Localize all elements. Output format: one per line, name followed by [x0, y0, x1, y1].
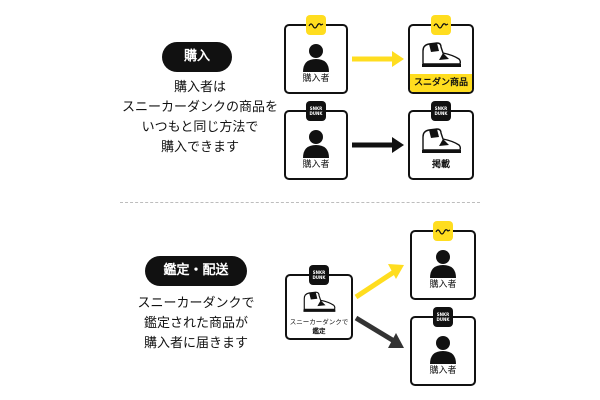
purchase-pill: 購入	[162, 42, 232, 72]
inspection-source-card: SNKR DUNK スニーカーダンクで 鑑定	[285, 265, 353, 340]
purchase-pill-label: 購入	[183, 49, 210, 64]
inspection-source-label-line-1: スニーカーダンクで	[289, 318, 349, 326]
purchase-desc-line-3: いつもと同じ方法で	[141, 120, 259, 135]
person-icon	[430, 336, 456, 364]
snkrdunk-badge: SNKR DUNK	[306, 101, 326, 121]
logo-wave-icon	[308, 23, 324, 29]
inspection-description: スニーカーダンクで 鑑定された商品が 購入者に届きます	[96, 294, 296, 354]
logo-wave-icon	[433, 23, 449, 29]
purchase-desc-line-2: スニーカーダンクの商品を	[121, 100, 278, 115]
person-icon	[303, 130, 329, 158]
arrow-right-icon	[354, 264, 404, 300]
sneaker-icon	[303, 291, 336, 312]
snkrdunk-badge-line-2: DUNK	[436, 317, 450, 322]
inspection-source-label-line-2: 鑑定	[312, 327, 326, 335]
arrow-right-icon	[352, 137, 404, 153]
inspection-source-label: スニーカーダンクで 鑑定	[287, 318, 351, 336]
buyer-card-top: 購入者	[284, 15, 348, 94]
inspection-pill-label: 鑑定・配送	[163, 263, 229, 278]
person-icon	[430, 250, 456, 278]
sneaker-icon	[422, 128, 462, 153]
yellow-logo-badge	[431, 15, 451, 35]
snkrdunk-badge: SNKR DUNK	[309, 265, 329, 285]
snkrdunk-badge-line-2: DUNK	[434, 111, 448, 116]
snkrdunk-badge-line-2: DUNK	[312, 275, 326, 280]
snkrdunk-badge-line-2: DUNK	[309, 111, 323, 116]
result-card-top: スニダン商品	[408, 15, 474, 94]
buyer-card-top-label: 購入者	[302, 74, 330, 84]
result-card-top-label: スニダン商品	[410, 74, 472, 92]
snkrdunk-badge: SNKR DUNK	[433, 307, 453, 327]
buyer-card-bottom: SNKR DUNK 購入者	[284, 101, 348, 180]
sneaker-icon	[422, 42, 462, 67]
arrow-right-icon	[352, 51, 404, 67]
inspection-desc-line-1: スニーカーダンクで	[137, 296, 255, 311]
snkrdunk-badge-line-1: SNKR	[434, 106, 448, 111]
snkrdunk-badge-line-1: SNKR	[312, 270, 326, 275]
inspection-dest-card-top: 購入者	[410, 221, 476, 300]
result-card-bottom: SNKR DUNK 掲載	[408, 101, 474, 180]
yellow-logo-badge	[306, 15, 326, 35]
person-icon	[303, 44, 329, 72]
result-card-bottom-label: 掲載	[431, 160, 450, 170]
inspection-desc-line-3: 購入者に届きます	[143, 336, 248, 351]
snkrdunk-badge-line-1: SNKR	[436, 312, 450, 317]
section-divider	[120, 202, 480, 203]
inspection-pill: 鑑定・配送	[145, 256, 247, 286]
buyer-card-bottom-label: 購入者	[302, 160, 330, 170]
purchase-desc-line-4: 購入できます	[160, 140, 239, 155]
snkrdunk-badge: SNKR DUNK	[431, 101, 451, 121]
inspection-desc-line-2: 鑑定された商品が	[143, 316, 248, 331]
purchase-description: 購入者は スニーカーダンクの商品を いつもと同じ方法で 購入できます	[100, 78, 300, 158]
purchase-desc-line-1: 購入者は	[173, 80, 226, 95]
snkrdunk-badge-line-1: SNKR	[309, 106, 323, 111]
arrow-right-icon	[354, 315, 404, 348]
logo-wave-icon	[435, 229, 451, 235]
inspection-dest-top-label: 購入者	[429, 280, 457, 290]
inspection-dest-card-bottom: SNKR DUNK 購入者	[410, 307, 476, 386]
yellow-logo-badge	[433, 221, 453, 241]
inspection-dest-bottom-label: 購入者	[429, 366, 457, 376]
